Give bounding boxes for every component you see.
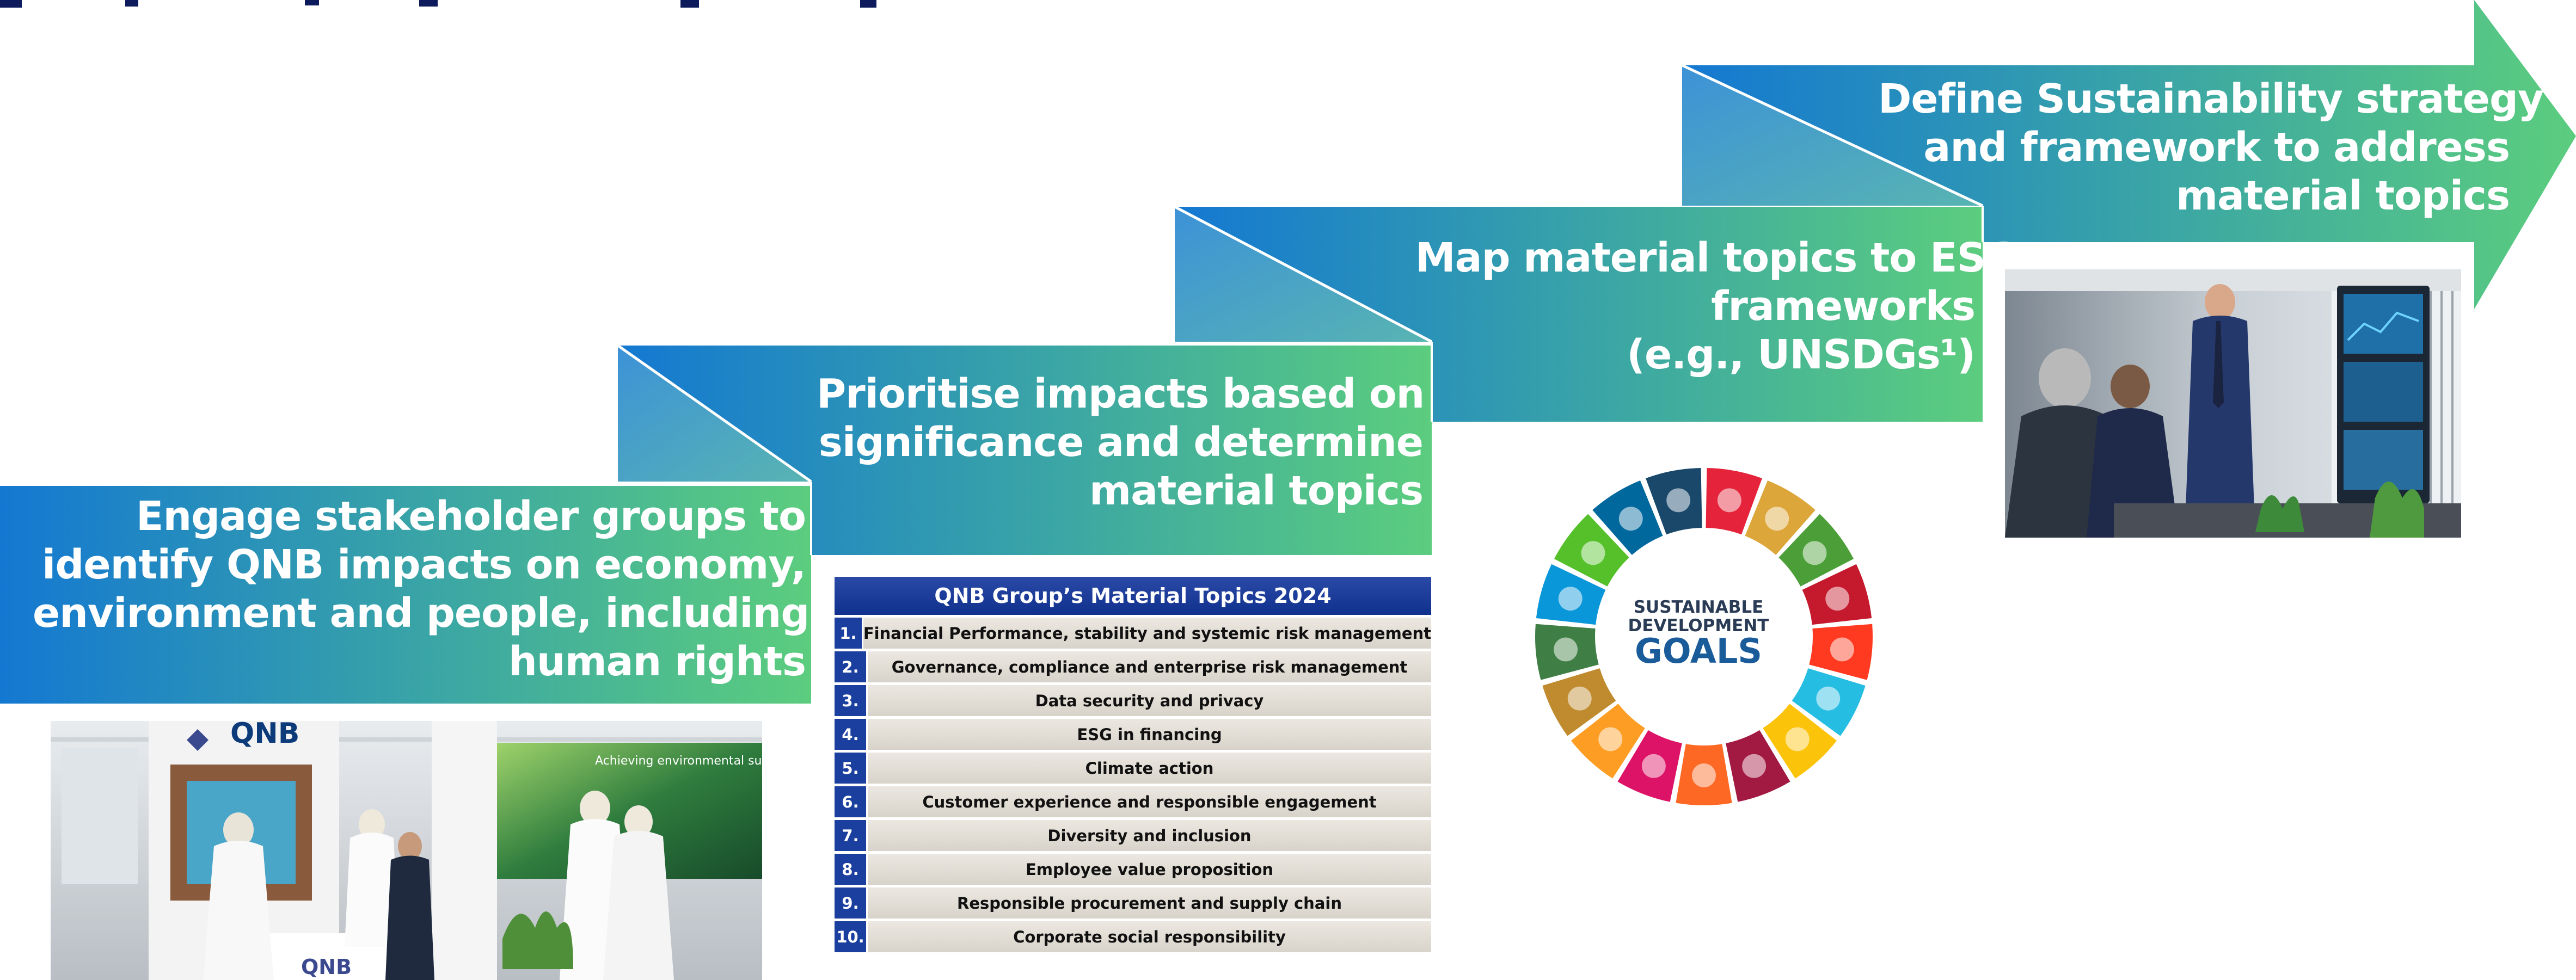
sdg-line-3: GOALS: [1634, 631, 1763, 671]
step-2-text: Prioritise impacts based on significance…: [817, 370, 1425, 515]
topic-label: Financial Performance, stability and sys…: [863, 618, 1431, 649]
sdg-goal-icon: [1554, 637, 1578, 662]
topic-label: Diversity and inclusion: [868, 820, 1431, 851]
sdg-goal-icon: [1717, 488, 1741, 513]
step-3-line: Map material topics to ESG: [1415, 235, 2019, 281]
topic-number: 10.: [835, 921, 866, 952]
sdg-goal-icon: [1830, 637, 1854, 662]
topic-number: 1.: [835, 618, 862, 649]
sdg-goal-icon: [1618, 507, 1643, 531]
topic-number: 3.: [835, 685, 866, 716]
topic-number: 8.: [835, 854, 866, 885]
qnb-logo-text-2: QNB: [301, 955, 352, 979]
svg-text:Achieving environmental sustai: Achieving environmental sustainability: [595, 754, 762, 768]
table-row: 3. Data security and privacy: [835, 685, 1431, 716]
sdg-line-2: DEVELOPMENT: [1628, 616, 1769, 636]
table-row: 1. Financial Performance, stability and …: [835, 618, 1431, 649]
topic-number: 4.: [835, 719, 866, 750]
topic-number: 9.: [835, 887, 866, 919]
step-2-banner-shape: [618, 346, 1432, 555]
sdg-logo-text: SUSTAINABLE DEVELOPMENT GOALS: [1625, 598, 1772, 668]
step-4-arrow-shape: [1682, 0, 2576, 309]
step-4-line: Define Sustainability strategy: [1878, 76, 2544, 122]
step-1-line: human rights: [508, 638, 806, 685]
table-row: 6. Customer experience and responsible e…: [835, 786, 1431, 817]
sdg-goal-icon: [1598, 727, 1623, 751]
step-1-line: Engage stakeholder groups to: [136, 493, 806, 540]
step-4-line: material topics: [2176, 172, 2510, 219]
sdg-goal-icon: [1785, 727, 1810, 751]
step-1-line: identify QNB impacts on economy,: [42, 541, 806, 588]
topic-number: 5.: [835, 753, 866, 784]
step-3-text: Map material topics to ESG frameworks (e…: [1415, 234, 2019, 379]
sdg-goal-icon: [1802, 541, 1827, 565]
sdg-goal-icon: [1765, 507, 1789, 531]
sdg-goal-icon: [1692, 763, 1716, 787]
topic-number: 6.: [835, 786, 866, 817]
table-row: 10. Corporate social responsibility: [835, 921, 1431, 952]
sdg-goal-icon: [1825, 587, 1850, 611]
topic-label: ESG in financing: [868, 719, 1431, 750]
step-2-line: significance and determine: [818, 419, 1424, 466]
material-topics-title: QNB Group’s Material Topics 2024: [835, 577, 1431, 615]
cut-heading-decoration: [0, 0, 876, 8]
step-3-line: frameworks: [1711, 283, 1976, 330]
table-row: 2. Governance, compliance and enterprise…: [835, 651, 1431, 682]
table-row: 8. Employee value proposition: [835, 854, 1431, 885]
step-4-line: and framework to address: [1923, 124, 2510, 171]
table-row: 4. ESG in financing: [835, 719, 1431, 750]
step-1-banner-shape: [0, 486, 811, 704]
sdg-goal-icon: [1558, 587, 1583, 611]
topic-number: 7.: [835, 820, 866, 851]
sdg-goal-icon: [1641, 754, 1666, 778]
table-row: 7. Diversity and inclusion: [835, 820, 1431, 851]
topic-label: Governance, compliance and enterprise ri…: [868, 651, 1431, 682]
topic-label: Climate action: [868, 753, 1431, 784]
qnb-logo-text: QNB: [230, 721, 299, 750]
boardroom-presentation-photo: [2005, 269, 2461, 538]
topic-number: 2.: [835, 651, 866, 682]
topic-label: Customer experience and responsible enga…: [868, 786, 1431, 817]
sdg-line-1: SUSTAINABLE: [1633, 597, 1764, 617]
step-3-banner-shape: [1175, 207, 1983, 422]
step-2-line: material topics: [1089, 467, 1424, 514]
step-4-text: Define Sustainability strategy and frame…: [1878, 75, 2544, 220]
table-row: 9. Responsible procurement and supply ch…: [835, 887, 1431, 919]
topic-label: Responsible procurement and supply chain: [868, 887, 1431, 919]
topic-label: Corporate social responsibility: [868, 921, 1431, 952]
sdg-goal-icon: [1816, 686, 1841, 711]
step-3-line: (e.g., UNSDGs¹): [1627, 331, 1976, 378]
table-row: 5. Climate action: [835, 753, 1431, 784]
sdg-goal-icon: [1666, 488, 1691, 513]
material-topics-table: QNB Group’s Material Topics 2024 1. Fina…: [835, 577, 1431, 952]
sdg-goal-icon: [1581, 541, 1605, 565]
sdg-goal-icon: [1742, 754, 1767, 778]
stakeholder-event-photo: QNB QNB Achieving environmental sustaina…: [51, 721, 762, 980]
sdg-wheel-icon: [1535, 468, 1873, 805]
topic-label: Employee value proposition: [868, 854, 1431, 885]
sdg-goal-icon: [1567, 686, 1592, 711]
step-2-line: Prioritise impacts based on: [817, 371, 1425, 417]
topic-label: Data security and privacy: [868, 685, 1431, 716]
step-1-line: environment and people, including: [33, 590, 809, 637]
step-1-text: Engage stakeholder groups to identify QN…: [33, 492, 809, 686]
